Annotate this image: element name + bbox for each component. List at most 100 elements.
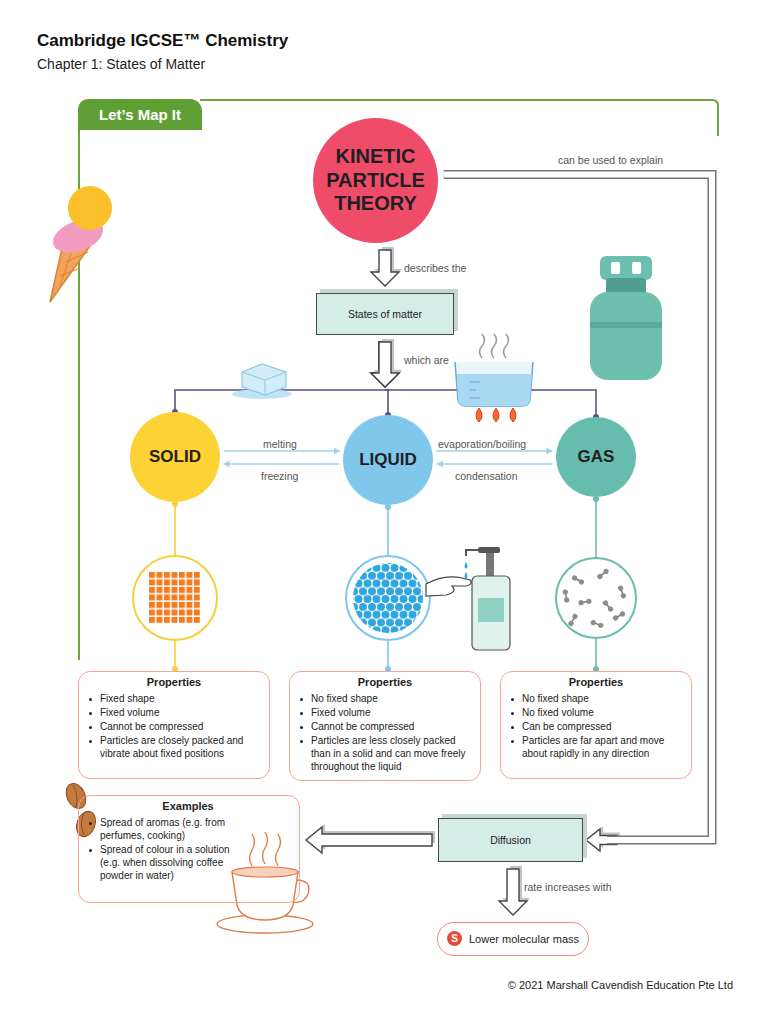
bullet-dot bbox=[89, 698, 92, 701]
particle-circle bbox=[133, 556, 217, 640]
box-heading: Properties bbox=[87, 676, 261, 688]
bracket-line bbox=[385, 390, 388, 415]
particle-circle bbox=[556, 558, 636, 638]
connector bbox=[371, 339, 402, 418]
bullet-text: Can be compressed bbox=[522, 720, 612, 733]
edge-label: melting bbox=[263, 438, 297, 450]
bullet-text: Particles are closely packed and vibrate… bbox=[100, 734, 261, 760]
bullet-item: No fixed shape bbox=[298, 692, 472, 705]
bullet-item: Cannot be compressed bbox=[87, 720, 261, 733]
bullet-dot bbox=[89, 822, 92, 825]
liquid-particles bbox=[350, 560, 426, 636]
bullet-dot bbox=[511, 712, 514, 715]
bullet-item: No fixed shape bbox=[509, 692, 683, 705]
map-tab: Let’s Map It bbox=[78, 99, 202, 130]
connector bbox=[306, 824, 435, 853]
bullet-dot bbox=[511, 726, 514, 729]
bullet-item: Fixed volume bbox=[298, 706, 472, 719]
state-circle: GAS bbox=[556, 417, 636, 497]
edge-label: rate increases with bbox=[524, 881, 612, 893]
bullet-text: No fixed shape bbox=[311, 692, 378, 705]
steam bbox=[480, 334, 509, 358]
hollow-arrow bbox=[371, 342, 399, 387]
transition-line bbox=[436, 450, 552, 452]
bullet-dot bbox=[89, 726, 92, 729]
connector bbox=[444, 175, 712, 852]
gas-molecule bbox=[596, 568, 609, 580]
state-circle: SOLID bbox=[130, 412, 220, 502]
dispenser-label bbox=[478, 598, 504, 622]
page-title: Cambridge IGCSE™ Chemistry bbox=[37, 31, 288, 51]
node-label: SOLID bbox=[149, 447, 201, 467]
flame bbox=[476, 408, 516, 422]
connector-outline bbox=[444, 175, 712, 841]
bullet-text: Fixed volume bbox=[100, 706, 159, 719]
bullet-dot bbox=[89, 712, 92, 715]
gas-molecule bbox=[602, 599, 614, 612]
bullet-item: Can be compressed bbox=[509, 720, 683, 733]
copyright-note: © 2021 Marshall Cavendish Education Pte … bbox=[508, 979, 733, 991]
ice-cream-scoop bbox=[68, 186, 112, 230]
connector bbox=[437, 461, 553, 468]
gas-molecule bbox=[612, 610, 626, 621]
bullet-item: Spread of colour in a solution (e.g. whe… bbox=[87, 843, 249, 882]
node-label: States of matter bbox=[348, 308, 422, 320]
bullet-text: Cannot be compressed bbox=[100, 720, 203, 733]
gas-molecule bbox=[562, 589, 569, 603]
coffee-surface bbox=[232, 867, 298, 877]
box-heading: Examples bbox=[87, 800, 249, 812]
connector bbox=[172, 339, 402, 415]
supplement-icon: S bbox=[447, 931, 462, 946]
steam bbox=[250, 832, 281, 866]
chapter-subtitle: Chapter 1: States of Matter bbox=[37, 56, 205, 72]
bullet-text: No fixed shape bbox=[522, 692, 589, 705]
bullet-text: Particles are far apart and move about r… bbox=[522, 734, 683, 760]
edge-label: evaporation/boiling bbox=[438, 438, 526, 450]
hand bbox=[426, 577, 471, 596]
cylinder-handle bbox=[600, 256, 652, 280]
bullet-text: Cannot be compressed bbox=[311, 720, 414, 733]
coffee-bean bbox=[73, 809, 99, 840]
bullet-item: Spread of aromas (e.g. from perfumes, co… bbox=[87, 816, 249, 842]
transition-line bbox=[223, 463, 339, 465]
bullet-dot bbox=[89, 849, 92, 852]
transition-line bbox=[224, 450, 340, 452]
ice-cube bbox=[242, 364, 286, 395]
box-heading: Properties bbox=[509, 676, 683, 688]
pump-neck bbox=[486, 553, 494, 576]
bullet-item: Fixed shape bbox=[87, 692, 261, 705]
examples-box: ExamplesSpread of aromas (e.g. from perf… bbox=[78, 795, 300, 903]
bullet-text: Spread of colour in a solution (e.g. whe… bbox=[100, 843, 249, 882]
concept-box: States of matter bbox=[316, 293, 454, 335]
bullet-dot bbox=[511, 740, 514, 743]
process-box: Diffusion bbox=[438, 818, 583, 862]
bullet-item: Fixed volume bbox=[87, 706, 261, 719]
connector bbox=[371, 247, 402, 286]
gas-cylinder bbox=[590, 292, 662, 380]
pump-nozzle bbox=[466, 550, 478, 556]
edge-label: which are bbox=[404, 354, 449, 366]
bullet-item: Cannot be compressed bbox=[298, 720, 472, 733]
node-label: LIQUID bbox=[359, 450, 417, 470]
bullet-text: Fixed volume bbox=[311, 706, 370, 719]
handle-hole bbox=[611, 262, 620, 274]
arrow-head bbox=[546, 448, 552, 455]
properties-box: PropertiesFixed shapeFixed volumeCannot … bbox=[78, 671, 270, 779]
handle-hole bbox=[632, 262, 641, 274]
connector-inner bbox=[444, 175, 712, 841]
bullet-dot bbox=[511, 698, 514, 701]
node-label: Diffusion bbox=[490, 834, 531, 846]
cylinder-band bbox=[590, 322, 662, 328]
bullet-item: No fixed volume bbox=[509, 706, 683, 719]
arrow-head bbox=[437, 461, 443, 468]
gas-molecule bbox=[590, 619, 604, 628]
bullet-dot bbox=[300, 698, 303, 701]
solid-particles bbox=[149, 572, 200, 623]
bullet-dot bbox=[300, 740, 303, 743]
connector bbox=[371, 339, 599, 420]
pump-head bbox=[478, 547, 500, 553]
bullet-dot bbox=[300, 726, 303, 729]
edge-label: freezing bbox=[261, 470, 298, 482]
